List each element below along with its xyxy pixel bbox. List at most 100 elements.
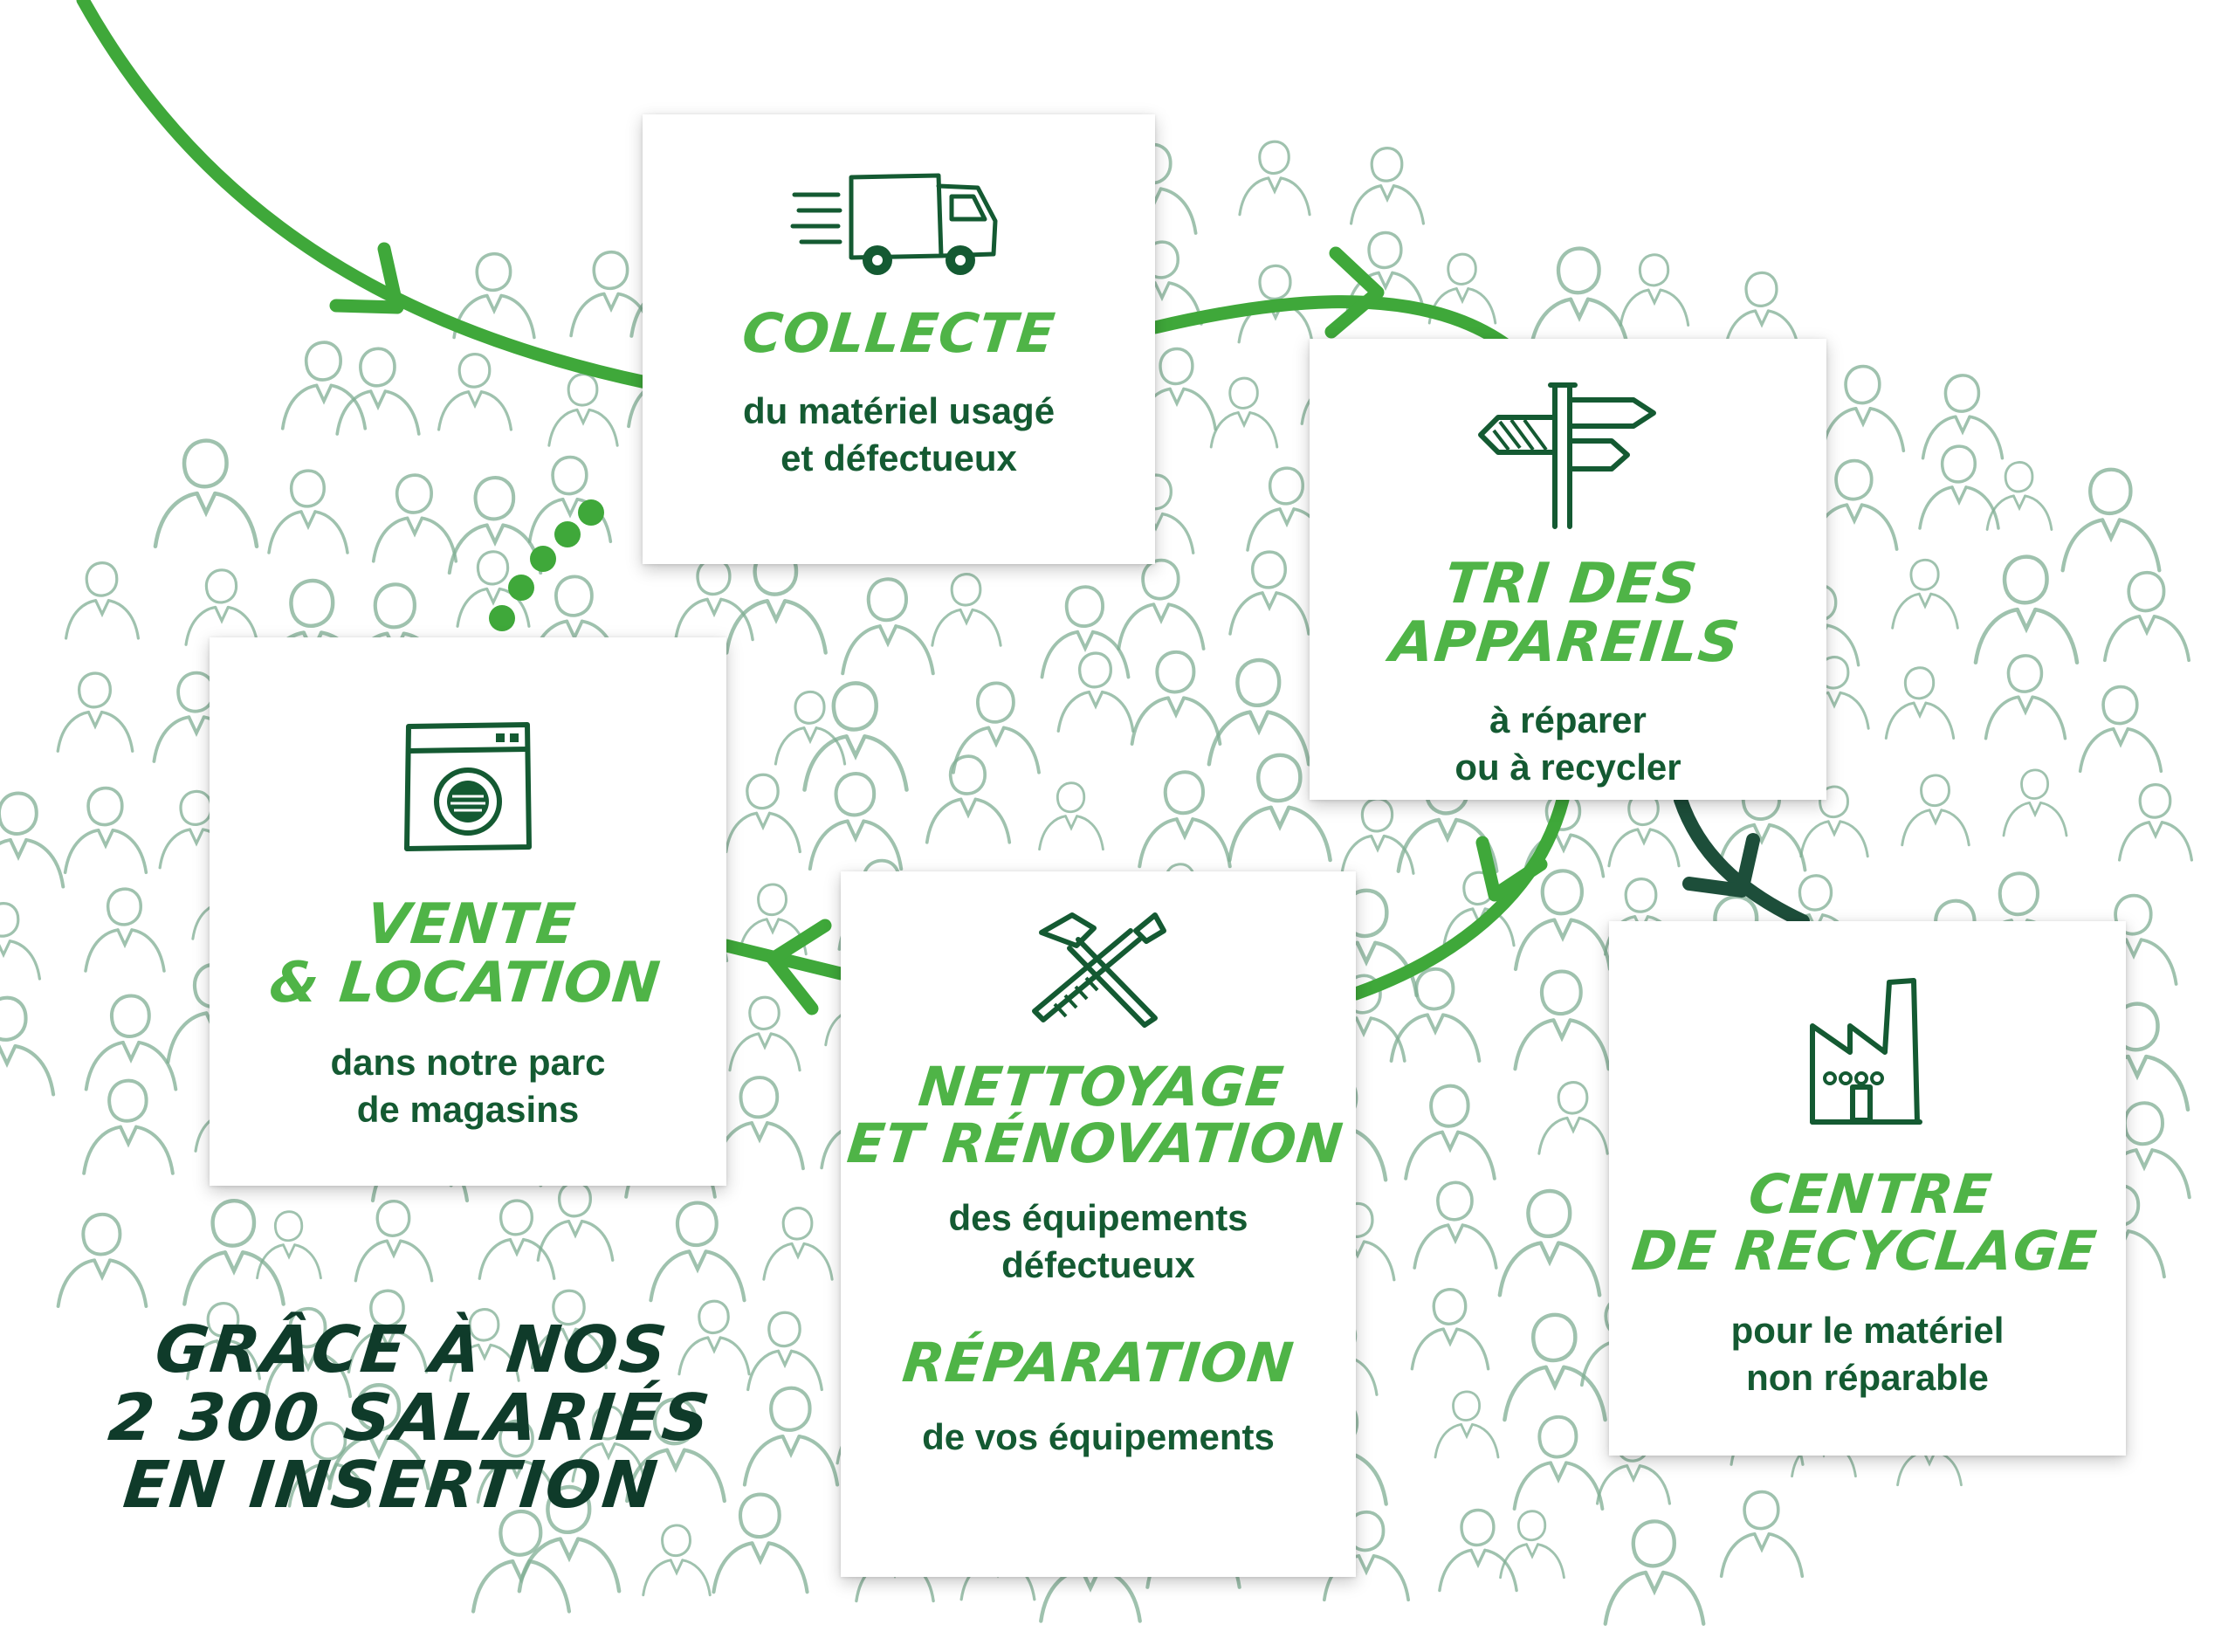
person-sketch [447, 476, 543, 575]
person-sketch [808, 772, 904, 871]
person-sketch [1413, 1180, 1498, 1270]
person-sketch [1499, 1510, 1565, 1580]
desc-line: du matériel usagé [742, 390, 1056, 432]
person-sketch [2102, 571, 2191, 663]
person-sketch [1884, 666, 1956, 740]
nettoyage-to-vente-line [719, 939, 848, 981]
tagline-line: GRÂCE À NOS [151, 1312, 672, 1387]
person-sketch [153, 438, 259, 549]
desc-line: non réparable [1746, 1356, 1989, 1398]
card-title: VENTE & LOCATION [203, 892, 732, 1015]
title-line: APPAREILS [1386, 610, 1743, 676]
tagline-line: EN INSERTION [120, 1448, 663, 1524]
person-sketch [347, 1289, 429, 1373]
tagline-line: 2 300 SALARIÉS [105, 1380, 715, 1456]
collecte-card: COLLECTE du matériel usagé et défectueux [643, 114, 1155, 564]
person-sketch [56, 671, 134, 753]
person-sketch [1537, 1081, 1609, 1155]
person-sketch [1497, 1188, 1602, 1298]
centre-card: CENTRE DE RECYCLAGE pour le matériel non… [1609, 921, 2126, 1456]
person-sketch [1410, 1288, 1490, 1371]
person-sketch [677, 1299, 751, 1376]
desc-line: des équipements [948, 1197, 1248, 1239]
person-sketch [1603, 1519, 1706, 1626]
person-sketch [714, 1076, 805, 1171]
person-sketch [449, 1308, 520, 1382]
person-sketch [1228, 753, 1332, 863]
person-sketch [0, 902, 42, 981]
title-line: ET RÉNOVATION [843, 1112, 1347, 1176]
card-description: dans notre parc de magasins [210, 1039, 726, 1133]
person-sketch [56, 1213, 148, 1308]
card-title: CENTRE DE RECYCLAGE [1603, 1162, 2132, 1284]
tagline: GRÂCE À NOS 2 300 SALARIÉS EN INSERTION [99, 1312, 748, 1524]
desc-line: défectueux [1001, 1243, 1195, 1285]
hammer-wrench-icon [1032, 912, 1166, 1028]
person-sketch [2060, 467, 2162, 573]
card-title: NETTOYAGE ET RÉNOVATION [835, 1055, 1362, 1176]
person-sketch [649, 1201, 746, 1303]
card-description: du matériel usagé et défectueux [643, 388, 1155, 482]
person-sketch [774, 690, 847, 766]
person-sketch [1921, 374, 2005, 460]
person-sketch [327, 1383, 430, 1490]
card-title: TRI DES APPAREILS [1303, 552, 1833, 676]
person-sketch [354, 1200, 434, 1283]
person-sketch [0, 791, 65, 889]
person-sketch [728, 995, 801, 1072]
person-sketch [1438, 1508, 1518, 1593]
person-sketch [1810, 458, 1899, 551]
person-sketch [82, 1078, 175, 1175]
collecte-to-tri-arrowhead [1324, 246, 1385, 339]
desc-line: et défectueux [781, 437, 1017, 478]
person-sketch [84, 887, 166, 973]
tri-to-centre-arc [1674, 793, 1810, 928]
tri-to-nettoyage-arrowhead [1475, 836, 1548, 902]
person-sketch [746, 1311, 823, 1392]
person-sketch [1513, 969, 1611, 1071]
nettoyage-card: NETTOYAGE ET RÉNOVATION des équipements … [841, 871, 1356, 1577]
desc-line: de vos équipements [922, 1415, 1275, 1457]
title-line: COLLECTE [739, 301, 1059, 365]
person-sketch [536, 1180, 615, 1262]
title-line: VENTE [363, 892, 580, 957]
entry-arrowhead [329, 242, 404, 314]
person-sketch [931, 573, 1002, 647]
entry-arc [76, 0, 653, 389]
person-sketch [256, 1210, 322, 1280]
person-sketch [925, 754, 1012, 844]
vente-card: VENTE & LOCATION dans notre parc de maga… [210, 637, 726, 1186]
person-sketch [1228, 550, 1310, 636]
person-sketch [1040, 585, 1131, 679]
washing-machine-icon [404, 722, 532, 851]
person-sketch [1984, 654, 2067, 740]
person-sketch [712, 1492, 809, 1594]
person-sketch [802, 681, 909, 792]
person-sketch [280, 341, 368, 430]
collecte-to-tri-arc [1148, 295, 1513, 352]
card-description: pour le matériel non réparable [1609, 1307, 2126, 1401]
person-sketch [1513, 869, 1613, 972]
desc-line: de magasins [356, 1089, 580, 1131]
person-sketch [1973, 554, 2080, 665]
person-sketch [1209, 376, 1279, 449]
person-sketch [1207, 657, 1311, 767]
person-sketch [0, 995, 56, 1097]
tri-to-nettoyage-arc [1349, 793, 1570, 1001]
person-sketch [1389, 967, 1482, 1063]
signpost-icon [1478, 382, 1656, 529]
title-line: CENTRE [1745, 1162, 1996, 1226]
person-sketch [1901, 774, 1970, 847]
person-sketch [1891, 558, 1959, 630]
person-sketch [1512, 1415, 1605, 1511]
dotted-link [489, 499, 604, 631]
nettoyage-to-vente-arrowhead [766, 919, 832, 1015]
person-sketch [1918, 444, 2000, 530]
person-sketch [185, 1302, 262, 1380]
person-sketch [517, 1484, 622, 1593]
person-sketch [264, 1307, 353, 1399]
title-line: DE RECYCLAGE [1628, 1219, 2101, 1284]
person-sketch [84, 994, 178, 1091]
person-sketch [674, 557, 754, 642]
